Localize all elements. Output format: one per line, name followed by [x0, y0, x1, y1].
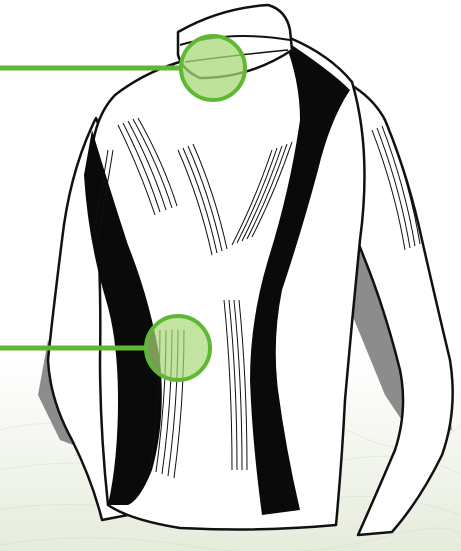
collar-highlight-circle-icon	[181, 36, 245, 100]
side-panel-highlight-circle-icon	[146, 316, 210, 380]
